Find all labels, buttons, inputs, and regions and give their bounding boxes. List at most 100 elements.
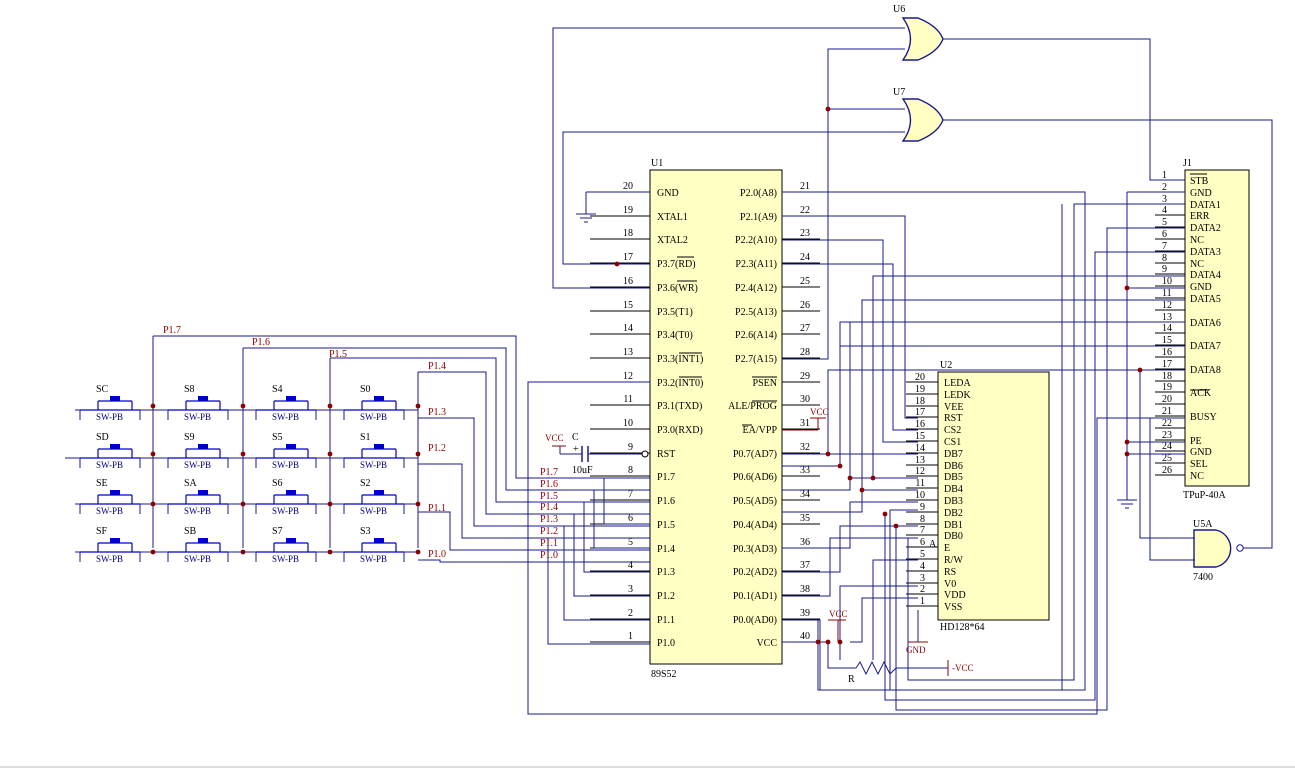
j1-pin-num: 16 bbox=[1162, 347, 1172, 358]
u1-pin-num: 8 bbox=[628, 465, 633, 476]
gnd-label-u2: GND bbox=[906, 645, 926, 655]
gate-u7: U7 bbox=[893, 87, 944, 142]
j1-pin-name: STB bbox=[1190, 176, 1209, 187]
bus-net-labels: P1.7P1.6P1.5P1.4P1.3P1.2P1.1P1.0 bbox=[540, 467, 558, 561]
switch-part: SW-PB bbox=[360, 554, 387, 564]
switch-part: SW-PB bbox=[96, 412, 123, 422]
bus-net-label: P1.0 bbox=[540, 550, 558, 561]
u1-pin-name: P0.6(AD6) bbox=[733, 472, 777, 483]
u1-pin-num: 17 bbox=[623, 252, 633, 263]
u1-pin-name: P1.3 bbox=[657, 567, 675, 578]
switch-ref: S3 bbox=[360, 526, 371, 537]
bus-net-label: P1.4 bbox=[540, 502, 558, 513]
u2-pin-name: DB5 bbox=[944, 472, 963, 483]
u1-pin-name: P3.6(WR) bbox=[657, 283, 698, 294]
u1-pin-name: P1.1 bbox=[657, 615, 675, 626]
j1-pin-name: GND bbox=[1190, 282, 1212, 293]
u2-pin-name: DB2 bbox=[944, 508, 963, 519]
switch-part: SW-PB bbox=[184, 412, 211, 422]
u2-pin-name: R/W bbox=[944, 555, 963, 566]
u1-pin-num: 28 bbox=[800, 347, 810, 358]
j1-pin-name: NC bbox=[1190, 259, 1204, 270]
vcc-label-bottom: VCC bbox=[829, 609, 848, 619]
switch-ref: S8 bbox=[184, 384, 195, 395]
u6-ref: U6 bbox=[893, 4, 905, 15]
u5a-part: 7400 bbox=[1193, 572, 1213, 583]
u1-pin-name: P0.4(AD4) bbox=[733, 520, 777, 531]
j1-pin-num: 14 bbox=[1162, 323, 1172, 334]
switch-ref: S1 bbox=[360, 432, 371, 443]
j1-pin-num: 26 bbox=[1162, 465, 1172, 476]
j1-ref: J1 bbox=[1183, 158, 1192, 169]
j1-pin-num: 7 bbox=[1162, 241, 1167, 252]
u2-pin-num: 15 bbox=[915, 431, 925, 442]
u1-pin-num: 37 bbox=[800, 560, 810, 571]
u1-pin-num: 21 bbox=[800, 181, 810, 192]
switch-ref: S7 bbox=[272, 526, 283, 537]
u2-pin-num: 8 bbox=[920, 514, 925, 525]
u1-pin-name: P3.1(TXD) bbox=[657, 401, 702, 412]
u1-part: 89S52 bbox=[651, 669, 677, 680]
net-row-1: P1.3 bbox=[428, 407, 446, 418]
u1-pin-name: P3.5(T1) bbox=[657, 307, 693, 318]
switch-ref: S0 bbox=[360, 384, 371, 395]
switch-part: SW-PB bbox=[184, 460, 211, 470]
u2-pin-name: V0 bbox=[944, 579, 956, 590]
u2-pin-name: DB6 bbox=[944, 461, 963, 472]
j1-pin-num: 5 bbox=[1162, 217, 1167, 228]
u2-pin-name: VSS bbox=[944, 602, 962, 613]
j1-printer-port: J1 TPuP-40A 1STB2GND3DATA14ERR5DATA26NC7… bbox=[1155, 158, 1250, 501]
gnd-symbol-j1 bbox=[1117, 499, 1137, 509]
bus-net-label: P1.3 bbox=[540, 514, 558, 525]
switch-ref: SB bbox=[184, 526, 197, 537]
switch-ref: S2 bbox=[360, 478, 371, 489]
u2-pin-num: 19 bbox=[915, 384, 925, 395]
u1-pin-name: P1.0 bbox=[657, 638, 675, 649]
j1-pin-name: SEL bbox=[1190, 459, 1208, 470]
u1-pin-num: 7 bbox=[628, 489, 633, 500]
j1-pin-num: 1 bbox=[1162, 170, 1167, 181]
switch-part: SW-PB bbox=[96, 506, 123, 516]
u2-pin-num: 14 bbox=[915, 443, 925, 454]
j1-pin-num: 23 bbox=[1162, 430, 1172, 441]
j1-pin-name: DATA3 bbox=[1190, 247, 1221, 258]
j1-pin-num: 3 bbox=[1162, 194, 1167, 205]
u2-pin-num: 3 bbox=[920, 573, 925, 584]
j1-pin-name: DATA2 bbox=[1190, 223, 1221, 234]
cap-value: 10uF bbox=[572, 465, 593, 476]
switch-part: SW-PB bbox=[96, 554, 123, 564]
u2-pin-num: 9 bbox=[920, 502, 925, 513]
u1-pin-num: 36 bbox=[800, 537, 810, 548]
j1-pin-num: 9 bbox=[1162, 264, 1167, 275]
keypad-matrix: SCSW-PBS8SW-PBS4SW-PBS0SW-PBSDSW-PBS9SW-… bbox=[79, 384, 405, 564]
u2-pin-num: 1 bbox=[920, 596, 925, 607]
u1-pin-name: P3.4(T0) bbox=[657, 330, 693, 341]
neg-vcc-label: -VCC bbox=[952, 663, 974, 673]
j1-pin-num: 11 bbox=[1162, 288, 1172, 299]
u7-ref: U7 bbox=[893, 87, 905, 98]
vcc-label-rst: VCC bbox=[545, 433, 564, 443]
u1-pin-name: ALE/PROG bbox=[728, 401, 777, 412]
u1-ref: U1 bbox=[651, 158, 663, 169]
u1-pin-name: P0.7(AD7) bbox=[733, 449, 777, 460]
j1-pin-num: 15 bbox=[1162, 335, 1172, 346]
u1-pin-num: 12 bbox=[623, 371, 633, 382]
net-col-2: P1.6 bbox=[252, 337, 270, 348]
u1-pin-name: P0.0(AD0) bbox=[733, 615, 777, 626]
u1-pin-num: 25 bbox=[800, 276, 810, 287]
u1-pin-num: 35 bbox=[800, 513, 810, 524]
switch-ref: S6 bbox=[272, 478, 283, 489]
switch-ref: S5 bbox=[272, 432, 283, 443]
u2-part: HD128*64 bbox=[940, 622, 984, 633]
u1-pin-num: 1 bbox=[628, 631, 633, 642]
u1-pin-num: 11 bbox=[623, 394, 633, 405]
j1-pin-num: 25 bbox=[1162, 453, 1172, 464]
res-ref: R bbox=[848, 674, 855, 685]
j1-pin-name: DATA8 bbox=[1190, 365, 1221, 376]
